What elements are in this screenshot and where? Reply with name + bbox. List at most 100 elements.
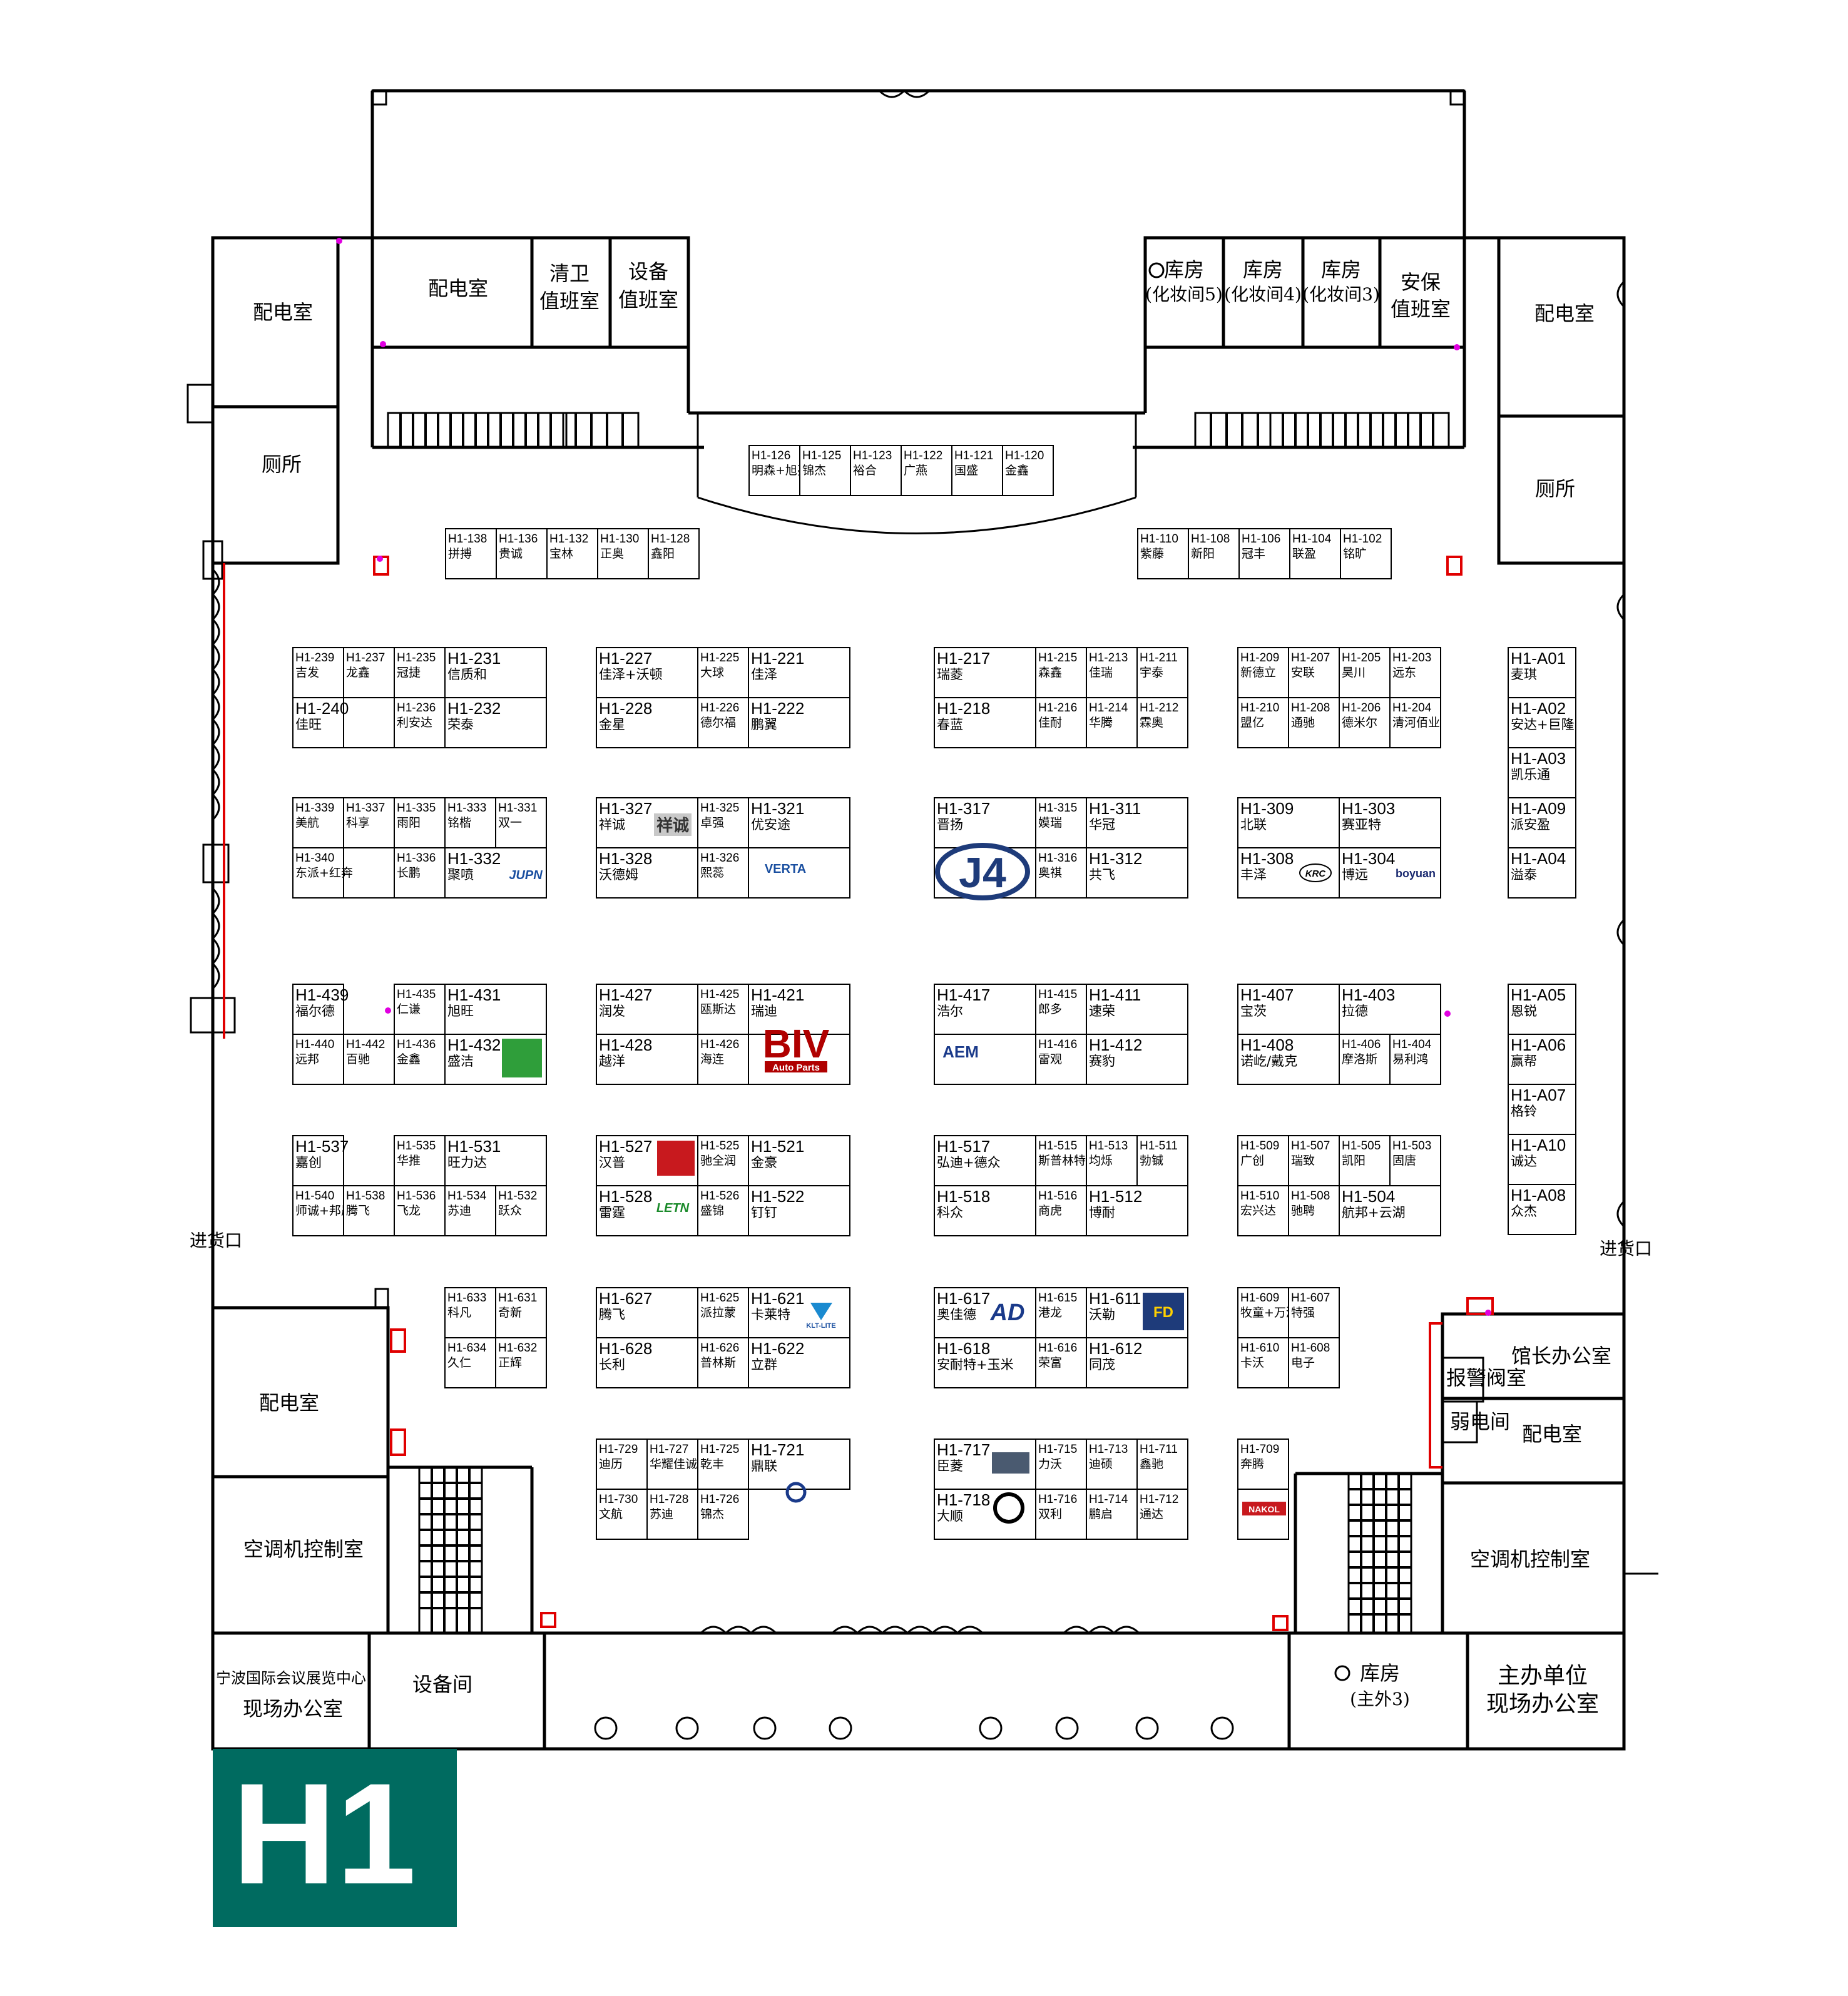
booth-box[interactable] — [748, 984, 850, 1035]
booth-box[interactable] — [444, 647, 547, 698]
booth-box[interactable] — [901, 445, 952, 496]
booth-box[interactable] — [748, 697, 850, 748]
booth-box[interactable] — [1136, 697, 1188, 748]
booth-box[interactable] — [1340, 528, 1392, 579]
booth-box[interactable] — [697, 1034, 749, 1085]
booth-box[interactable] — [646, 1438, 698, 1490]
booth-box[interactable] — [799, 445, 851, 496]
booth-box[interactable] — [1136, 647, 1188, 698]
booth-box[interactable] — [934, 797, 1036, 848]
booth-box[interactable] — [596, 1287, 698, 1338]
booth-box[interactable] — [1237, 984, 1340, 1035]
booth-box[interactable] — [1339, 847, 1441, 899]
booth-box[interactable] — [1188, 528, 1240, 579]
booth-box[interactable] — [343, 1185, 395, 1236]
booth-box[interactable] — [1508, 697, 1576, 748]
booth-box[interactable] — [748, 1185, 850, 1236]
booth-box[interactable] — [1389, 697, 1441, 748]
booth-box[interactable] — [546, 528, 598, 579]
booth-box[interactable] — [1508, 797, 1576, 848]
booth-box[interactable] — [444, 697, 547, 748]
booth-box[interactable] — [934, 697, 1036, 748]
booth-box[interactable] — [1035, 1438, 1087, 1490]
booth-box[interactable] — [1086, 984, 1188, 1035]
booth-box[interactable] — [697, 697, 749, 748]
booth-box[interactable] — [1002, 445, 1054, 496]
booth-box[interactable] — [748, 647, 850, 698]
booth-box[interactable] — [444, 1287, 496, 1338]
booth-box[interactable] — [394, 697, 446, 748]
booth-box[interactable] — [1508, 747, 1576, 798]
booth-box[interactable] — [1035, 1489, 1087, 1540]
booth-box[interactable] — [748, 1438, 850, 1490]
booth-box[interactable] — [1288, 697, 1340, 748]
booth-box[interactable] — [1035, 647, 1087, 698]
booth-box[interactable] — [1086, 1135, 1138, 1186]
booth-box[interactable] — [1035, 847, 1087, 899]
booth-box[interactable] — [596, 647, 698, 698]
booth-box[interactable] — [1035, 1185, 1087, 1236]
booth-box[interactable] — [1136, 1489, 1188, 1540]
booth-box[interactable] — [596, 1489, 648, 1540]
booth-box[interactable] — [1508, 647, 1576, 698]
booth-box[interactable] — [292, 1034, 344, 1085]
booth-box[interactable] — [292, 1135, 344, 1186]
booth-box[interactable] — [1086, 1438, 1138, 1490]
booth-box[interactable] — [495, 1337, 547, 1388]
booth-box[interactable] — [1237, 1337, 1289, 1388]
booth-box[interactable] — [1035, 797, 1087, 848]
booth-box[interactable] — [1339, 1185, 1441, 1236]
booth-box[interactable] — [748, 1287, 850, 1338]
